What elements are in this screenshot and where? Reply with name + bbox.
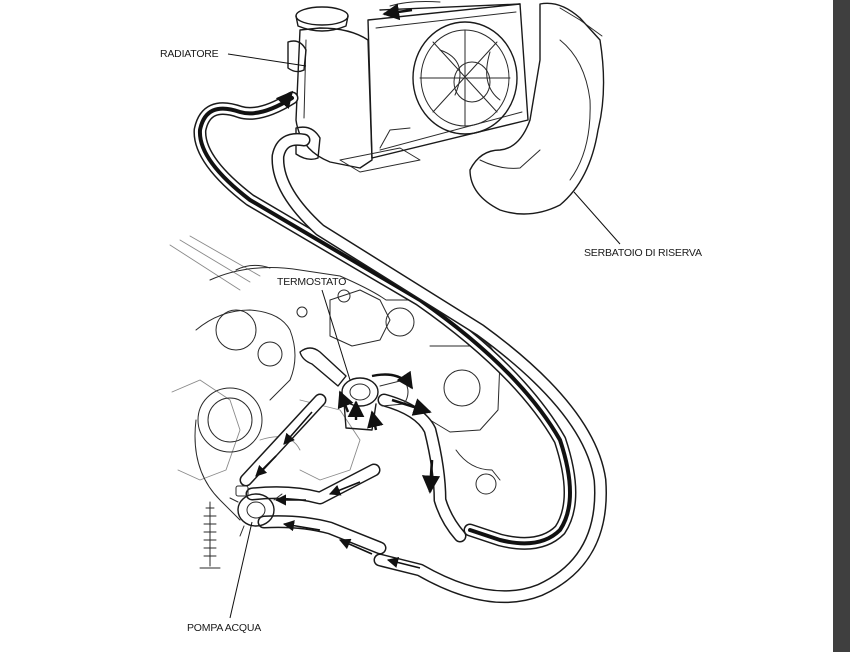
water-pump-leader xyxy=(229,521,253,619)
callout-leaders xyxy=(227,53,621,619)
thermostat-leader xyxy=(321,289,351,381)
thermostat-housing xyxy=(299,347,409,431)
engine-assembly xyxy=(169,235,501,569)
water-pump-label: POMPA ACQUA xyxy=(187,622,261,634)
reserve-tank-label: SERBATOIO DI RISERVA xyxy=(584,247,702,259)
radiator-leader xyxy=(227,53,307,67)
reserve-tank-leader xyxy=(573,191,621,245)
coolant-hoses xyxy=(193,91,607,604)
radiator-label: RADIATORE xyxy=(160,48,219,60)
thermostat-label: TERMOSTATO xyxy=(277,276,346,288)
vertical-scrollbar[interactable] xyxy=(833,0,850,652)
flow-arrows xyxy=(255,3,441,569)
radiator-assembly xyxy=(287,1,605,215)
